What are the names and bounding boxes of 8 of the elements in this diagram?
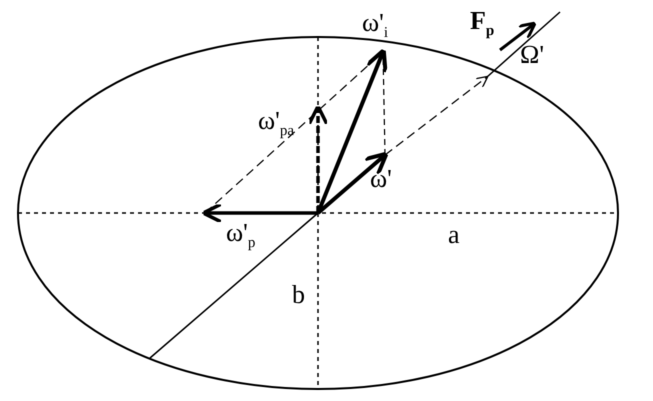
semi-axis-label: b [292,282,305,308]
force-label: F$_{p}$ [470,8,494,40]
axis-label: Ω' [520,42,544,68]
semi-axis-label: a [448,222,460,248]
vector-label: ω'$_{p}$ [226,220,256,252]
vector-label: ω'$_{i}$ [362,10,388,42]
vector-label: ω' [370,166,392,192]
vector-label: ω'$_{pa}$ [258,108,294,140]
